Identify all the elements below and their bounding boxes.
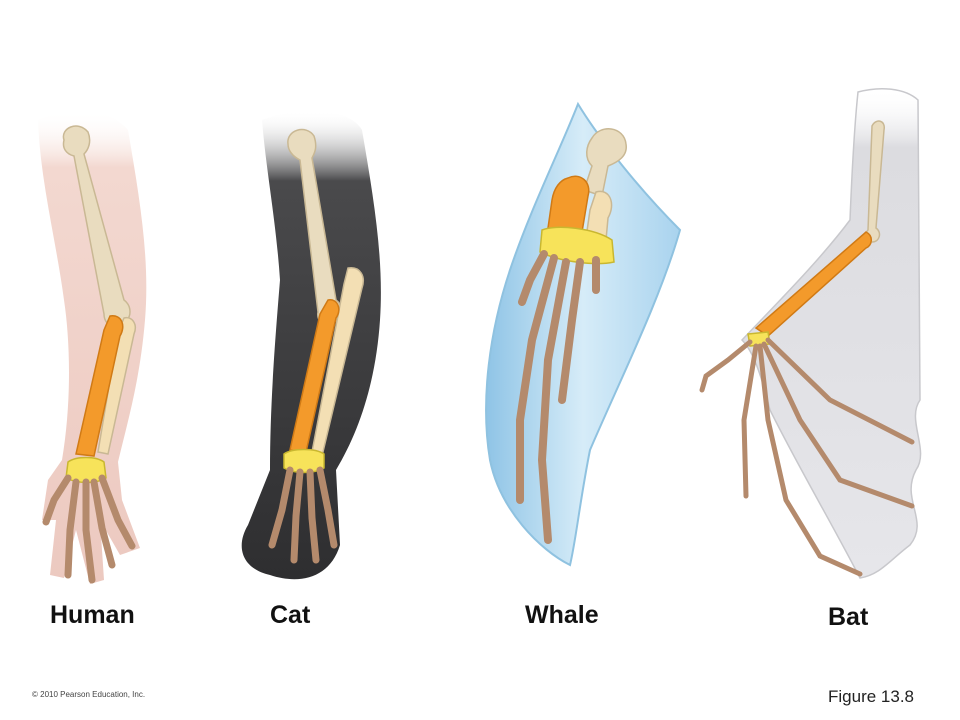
bat-digits	[699, 337, 915, 577]
human-humerus	[62, 125, 131, 327]
bat-radius	[754, 231, 872, 337]
human-limb	[38, 110, 147, 585]
cat-digits	[268, 466, 338, 564]
copyright-notice: © 2010 Pearson Education, Inc.	[32, 690, 146, 699]
whale-humerus	[583, 128, 627, 197]
cat-fur-outline	[241, 110, 381, 580]
human-radius	[75, 315, 124, 457]
human-digits	[42, 474, 136, 584]
human-ulna	[97, 316, 136, 455]
whale-digits	[516, 250, 600, 544]
label-whale: Whale	[525, 601, 599, 629]
bat-limb	[699, 87, 922, 579]
label-bat: Bat	[828, 603, 869, 631]
whale-limb	[485, 101, 682, 567]
label-cat: Cat	[270, 601, 311, 629]
human-skin-outline	[38, 110, 147, 585]
figure-number: Figure 13.8	[828, 687, 914, 706]
whale-flipper-outline	[485, 101, 682, 567]
label-human: Human	[50, 601, 135, 629]
cat-limb	[241, 110, 381, 580]
